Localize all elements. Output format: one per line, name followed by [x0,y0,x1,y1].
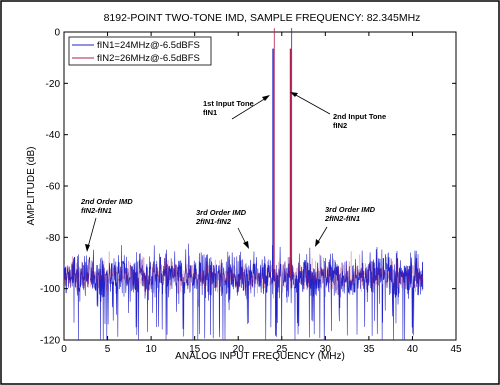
x-axis-label: ANALOG INPUT FREQUENCY (MHz) [175,351,345,362]
annotation-2nd-order-line1: 2nd Order IMD [80,197,133,206]
annotation-3rd-order-low-arrow [237,227,247,245]
annotation-2nd-order-line2: fIN2-fIN1 [81,206,112,215]
annotation-2nd-tone-line1: 2nd Input Tone [333,112,386,121]
annotation-1st-tone-arrowhead [262,95,270,101]
x-tick-label: 5 [105,344,111,355]
legend: fIN1=24MHz@-6.5dBFS fIN2=26MHz@-6.5dBFS [68,36,212,66]
x-tick-label: 40 [407,344,419,355]
noise-floor-trace-2 [63,251,424,299]
y-tick-label: -20 [46,79,61,90]
x-tick-label: 10 [146,344,158,355]
y-tick-label: -40 [46,130,61,141]
annotation-3rd-order-high-arrow [317,226,328,243]
annotation-2nd-tone-line2: fIN2 [333,121,347,130]
x-tick-label: 35 [363,344,375,355]
annotation-1st-tone-arrow [231,97,267,120]
annotation-3rd-order-imd-low: 3rd Order IMD 2fIN1-fIN2 [195,208,249,249]
annotation-3rd-order-high-arrowhead [315,239,320,247]
annotation-3rd-order-low-arrowhead [243,241,249,249]
annotation-3rd-order-high-line1: 3rd Order IMD [325,205,376,214]
x-tick-label: 0 [61,344,67,355]
annotation-2nd-tone-arrow [293,93,331,115]
annotation-3rd-order-low-line1: 3rd Order IMD [196,208,247,217]
y-tick-label: -120 [40,336,60,347]
annotation-1st-tone-line2: fIN1 [203,108,217,117]
y-tick-label: -100 [40,284,60,295]
annotation-1st-tone: 1st Input Tone fIN1 [203,95,270,120]
x-tick-label: 30 [320,344,332,355]
x-tick-label: 20 [233,344,245,355]
legend-box [68,36,212,66]
y-tick-label: 0 [54,28,60,39]
annotation-2nd-tone-arrowhead [290,92,298,97]
x-tick-label: 15 [189,344,201,355]
y-tick-label: -60 [46,182,61,193]
annotation-2nd-order-imd: 2nd Order IMD fIN2-fIN1 [80,197,133,252]
x-tick-label: 25 [276,344,288,355]
chart-title: 8192-POINT TWO-TONE IMD, SAMPLE FREQUENC… [104,12,421,24]
series-layer [63,28,424,341]
y-tick-label: -80 [46,233,61,244]
x-tick-label: 45 [450,344,462,355]
annotation-1st-tone-line1: 1st Input Tone [203,99,254,108]
y-axis-label: AMPLITUDE (dB) [26,147,37,226]
legend-label-2: fIN2=26MHz@-6.5dBFS [97,53,200,64]
annotation-2nd-order-arrow [87,217,97,248]
annotation-2nd-tone: 2nd Input Tone fIN2 [290,92,386,130]
annotation-3rd-order-low-line2: 2fIN1-fIN2 [195,217,232,226]
annotation-3rd-order-imd-high: 3rd Order IMD 2fIN2-fIN1 [315,205,376,247]
tick-layer: 0 5 10 15 20 25 30 35 40 45 0 -20 -40 -60 -80 -100 -120 [40,28,462,356]
plot-area [63,31,457,341]
annotation-3rd-order-high-line2: 2fIN2-fIN1 [324,214,360,223]
annotation-2nd-order-arrowhead [85,244,90,252]
legend-label-1: fIN1=24MHz@-6.5dBFS [97,40,200,51]
